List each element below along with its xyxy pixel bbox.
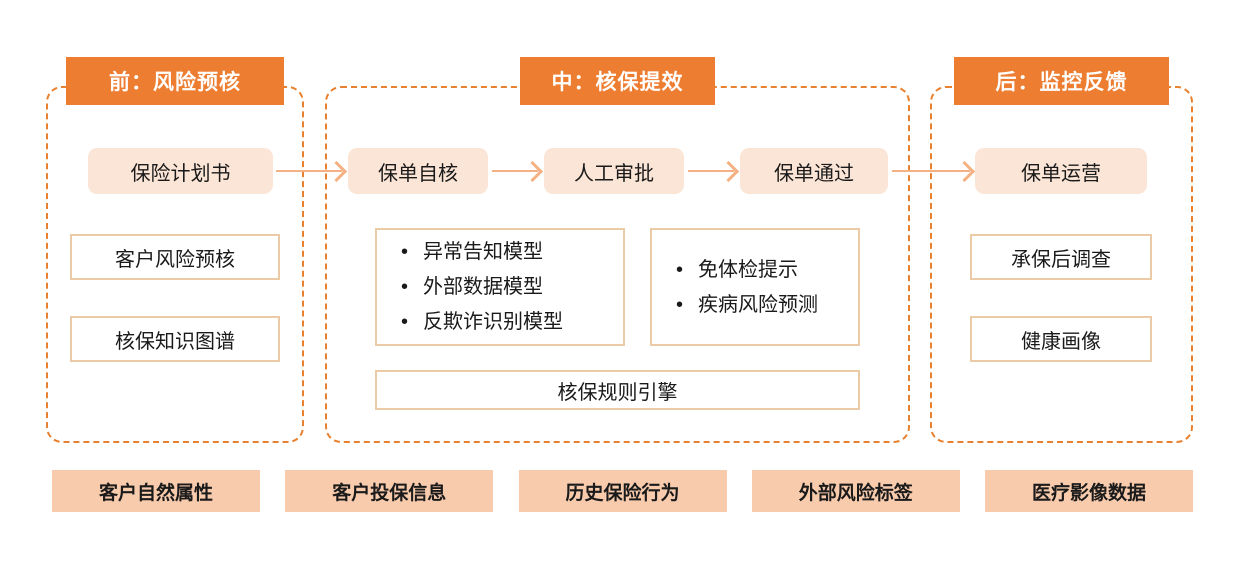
data-source-customer-attributes: 客户自然属性 (52, 470, 260, 512)
box-underwriting-knowledge-graph: 核保知识图谱 (70, 316, 280, 362)
arrow-self-check-to-manual (492, 170, 538, 172)
box-tip-list: 免体检提示 疾病风险预测 (650, 228, 860, 346)
box-customer-risk-precheck: 客户风险预核 (70, 234, 280, 280)
data-source-insurance-history: 历史保险行为 (518, 470, 727, 512)
arrow-passed-to-operation (892, 170, 970, 172)
arrow-manual-to-passed (688, 170, 734, 172)
bullet-exam-free-tip: 免体检提示 (674, 255, 850, 285)
bullet-disease-risk-predict: 疾病风险预测 (674, 290, 850, 320)
bullet-abnormal-disclosure-model: 异常告知模型 (399, 237, 615, 267)
box-underwriting-rule-engine: 核保规则引擎 (375, 370, 860, 410)
arrow-plan-to-self-check (276, 170, 342, 172)
data-source-row: 客户自然属性 客户投保信息 历史保险行为 外部风险标签 医疗影像数据 (52, 470, 1193, 512)
box-model-list: 异常告知模型 外部数据模型 反欺诈识别模型 (375, 228, 625, 346)
flow-box-policy-passed: 保单通过 (740, 148, 888, 194)
stage-header-post: 后：监控反馈 (954, 57, 1169, 105)
stage-header-pre: 前：风险预核 (66, 57, 284, 105)
flow-box-manual-approval: 人工审批 (544, 148, 684, 194)
data-source-external-risk-tags: 外部风险标签 (751, 470, 960, 512)
flow-box-policy-operation: 保单运营 (975, 148, 1147, 194)
data-source-medical-imaging: 医疗影像数据 (985, 470, 1193, 512)
box-health-portrait: 健康画像 (970, 316, 1152, 362)
stage-header-mid: 中：核保提效 (520, 57, 715, 105)
flow-box-insurance-plan: 保险计划书 (88, 148, 273, 194)
box-post-underwriting-survey: 承保后调查 (970, 234, 1152, 280)
bullet-external-data-model: 外部数据模型 (399, 272, 615, 302)
data-source-application-info: 客户投保信息 (285, 470, 494, 512)
bullet-anti-fraud-model: 反欺诈识别模型 (399, 307, 615, 337)
flow-box-self-check: 保单自核 (348, 148, 488, 194)
